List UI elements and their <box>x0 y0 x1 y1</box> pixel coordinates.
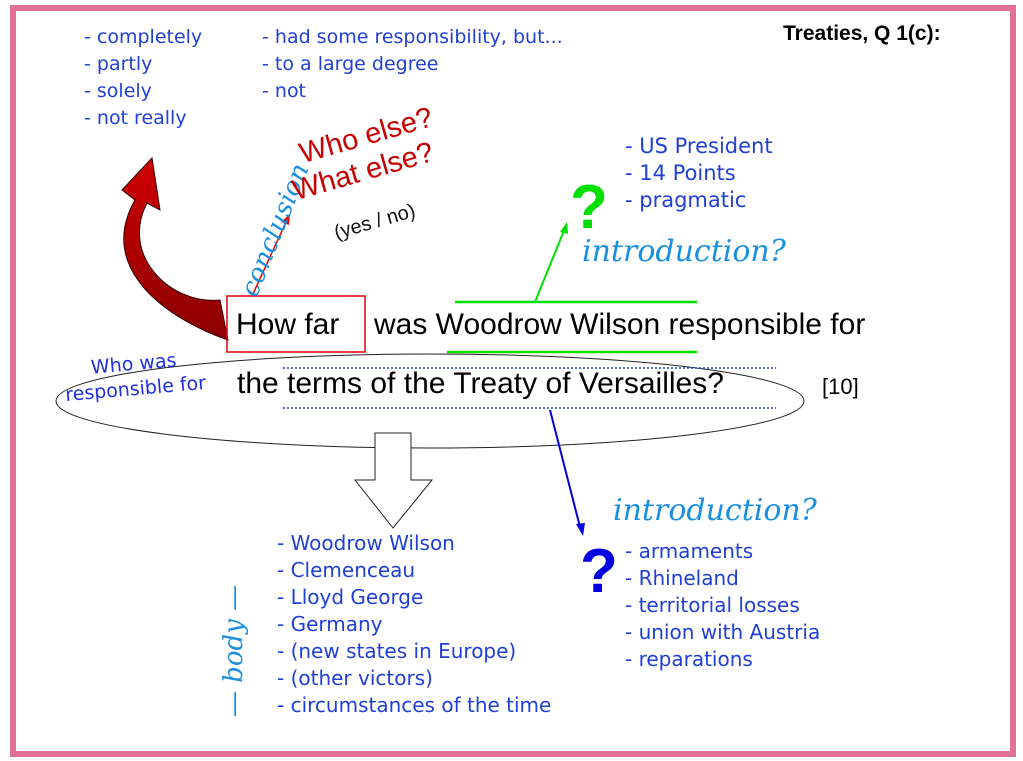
point: - pragmatic <box>625 188 747 212</box>
option: - had some responsibility, but... <box>262 26 563 48</box>
wilson-introduction-label: introduction? <box>582 234 786 269</box>
point: - US President <box>625 134 773 158</box>
question-ellipse <box>55 353 805 449</box>
question-line2: the terms of the Treaty of Versailles? <box>237 367 724 400</box>
blue-question-mark: ? <box>580 537 618 606</box>
slide-title: Treaties, Q 1(c): <box>783 22 941 45</box>
point: - Clemenceau <box>277 558 416 582</box>
point: - (new states in Europe) <box>277 639 517 663</box>
point: - Woodrow Wilson <box>277 531 455 555</box>
point: - Rhineland <box>625 566 739 590</box>
option: - to a large degree <box>262 53 439 75</box>
point: - (other victors) <box>277 666 433 690</box>
point: - 14 Points <box>625 161 736 185</box>
option: - solely <box>84 80 152 102</box>
point: - circumstances of the time <box>277 693 552 717</box>
point: - Germany <box>277 612 383 636</box>
answer-options-col1: - completely - partly - solely - not rea… <box>84 24 202 132</box>
slide-border <box>10 5 1016 757</box>
point: - reparations <box>625 647 753 671</box>
how-far: How far <box>236 308 340 341</box>
terms-introduction-label: introduction? <box>613 493 817 528</box>
conclusion-arrow <box>251 219 288 297</box>
wilson-points: - US President - 14 Points - pragmatic <box>625 133 773 214</box>
terms-arrow <box>549 409 581 528</box>
wilson-arrow <box>534 227 566 303</box>
curved-red-arrow <box>121 156 229 341</box>
point: - union with Austria <box>625 620 821 644</box>
body-label: — body — <box>219 584 250 718</box>
question-line1: was Woodrow Wilson responsible for <box>374 308 866 341</box>
marks: [10] <box>822 374 859 399</box>
option: - not <box>262 80 307 102</box>
answer-options-col2: - had some responsibility, but... - to a… <box>262 24 563 105</box>
point: - territorial losses <box>625 593 800 617</box>
terms-points: - armaments - Rhineland - territorial lo… <box>625 538 820 673</box>
how-far-box <box>226 295 366 353</box>
option: - partly <box>84 53 153 75</box>
body-points: - Woodrow Wilson - Clemenceau - Lloyd Ge… <box>277 530 551 719</box>
option: - not really <box>84 107 187 129</box>
point: - armaments <box>625 539 754 563</box>
option: - completely <box>84 26 203 48</box>
green-question-mark: ? <box>570 173 608 242</box>
body-down-arrow <box>353 432 434 529</box>
point: - Lloyd George <box>277 585 424 609</box>
